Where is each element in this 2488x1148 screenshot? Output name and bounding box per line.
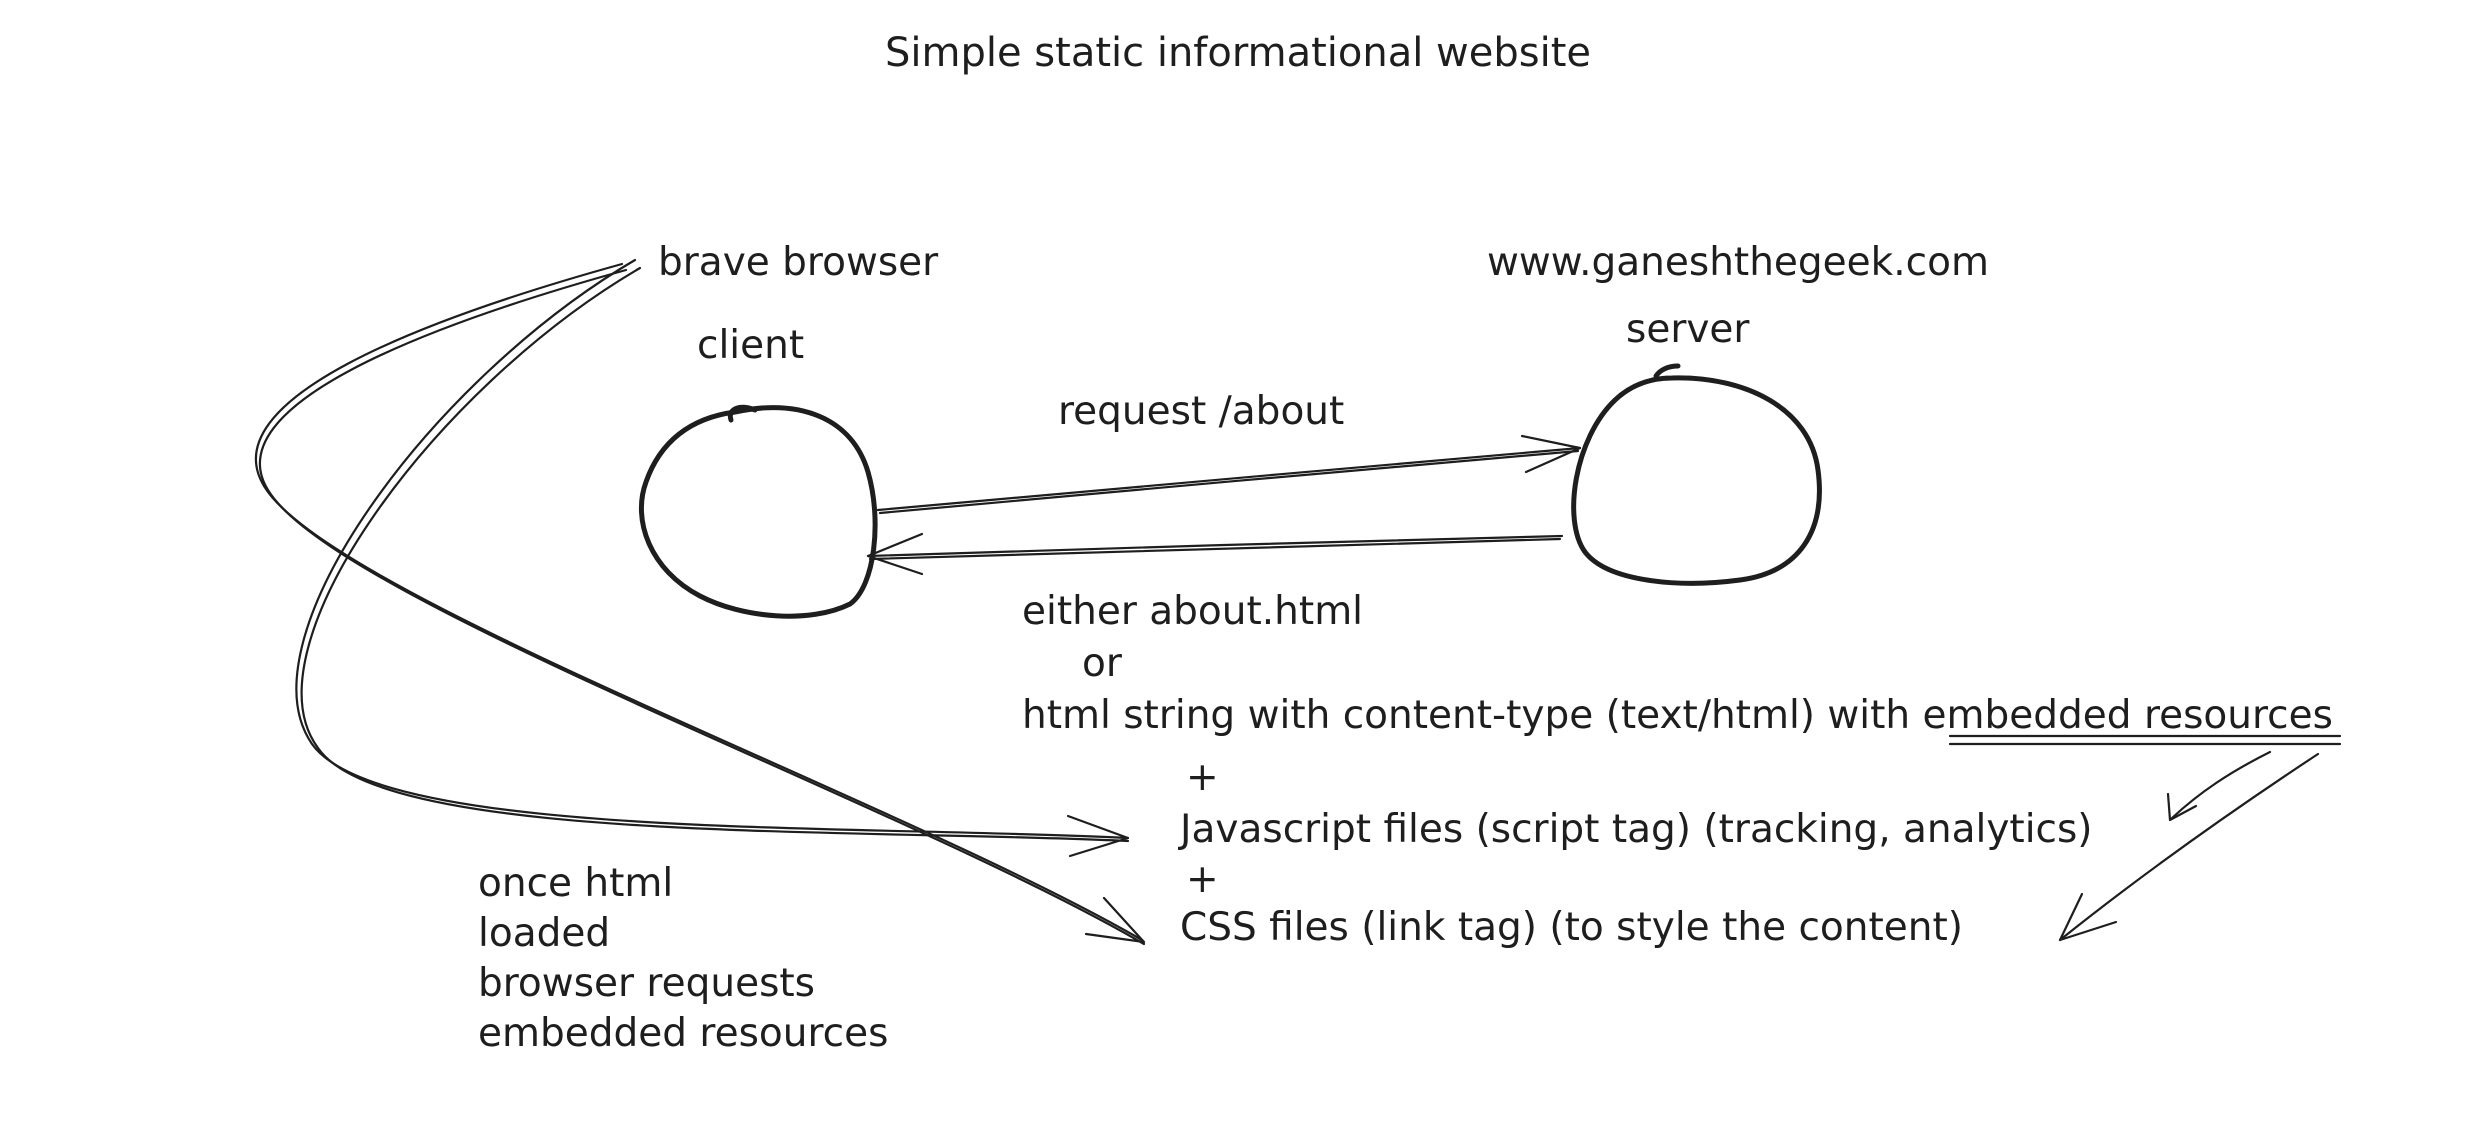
plus-sign-1: + (1186, 755, 1219, 800)
request-label: request /about (1058, 389, 1344, 434)
resource-to-css-arrow (2058, 752, 2320, 942)
client-role-label: client (697, 323, 804, 368)
client-app-label: brave browser (658, 240, 939, 285)
response-arrow (866, 532, 1564, 576)
response-line-1: either about.html (1022, 589, 1363, 634)
response-line-3-prefix: html string with content-type (text/html… (1022, 693, 1923, 738)
embedded-resources-underline (1948, 734, 2342, 746)
client-node (638, 404, 878, 619)
server-role-label: server (1626, 307, 1750, 352)
browser-to-js-arrow (295, 258, 1130, 858)
plus-sign-2: + (1186, 857, 1219, 902)
note-line-1: once html (478, 861, 673, 906)
response-line-2: or (1082, 641, 1123, 686)
embedded-resources-emphasis: embedded resources (1923, 693, 2333, 738)
browser-to-css-arrow (255, 262, 1146, 946)
diagram-title: Simple static informational website (885, 30, 1591, 76)
server-host-label: www.ganeshthegeek.com (1487, 240, 1989, 285)
note-line-2: loaded (478, 911, 610, 956)
server-node (1571, 363, 1822, 586)
resource-to-js-arrow (2166, 750, 2272, 822)
css-files-text: CSS files (link tag) (to style the conte… (1180, 905, 1963, 950)
note-line-4: embedded resources (478, 1011, 888, 1056)
request-arrow (876, 434, 1582, 515)
js-files-text: Javascript files (script tag) (tracking,… (1177, 807, 2093, 852)
note-line-3: browser requests (478, 961, 815, 1006)
response-line-3: html string with content-type (text/html… (1022, 693, 2333, 738)
